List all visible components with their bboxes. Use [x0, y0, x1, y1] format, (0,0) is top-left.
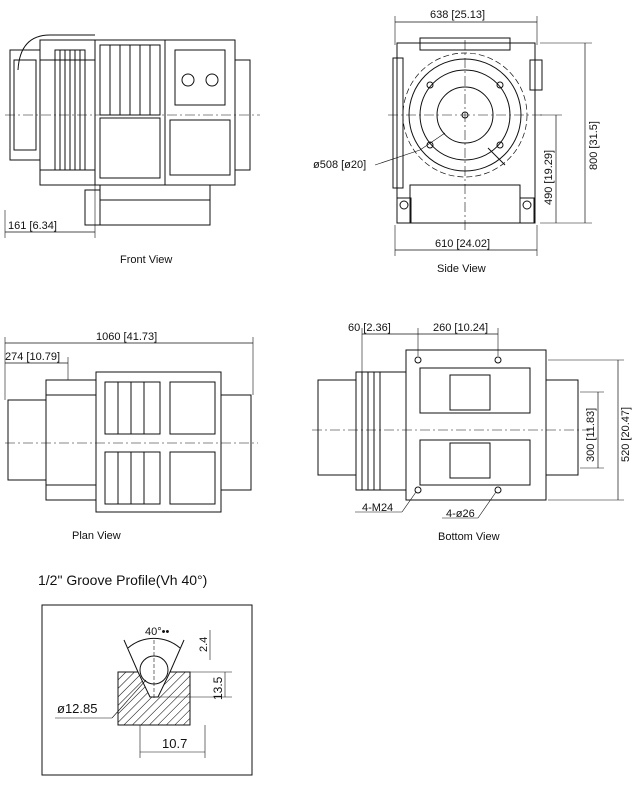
- plan-dim-left: 274 [10.79]: [5, 351, 60, 363]
- bottom-view-caption: Bottom View: [438, 531, 500, 543]
- plan-view-drawing: [4, 337, 258, 513]
- bottom-dim-top-left: 60 [2.36]: [348, 322, 391, 334]
- side-dim-diameter: ø508 [ø20]: [313, 159, 366, 171]
- side-dim-bottom: 610 [24.02]: [435, 238, 490, 250]
- front-view-drawing: [4, 34, 260, 238]
- groove-depth-top: 2.4: [198, 637, 210, 652]
- plan-dim-overall: 1060 [41.73]: [96, 331, 157, 343]
- groove-diameter: ø12.85: [57, 701, 97, 716]
- front-view-caption: Front View: [120, 254, 173, 266]
- plan-view-caption: Plan View: [72, 530, 121, 542]
- side-view-caption: Side View: [437, 263, 486, 275]
- groove-depth: 13.5: [211, 676, 225, 700]
- groove-profile-title: 1/2" Groove Profile(Vh 40°): [38, 572, 208, 588]
- groove-profile-drawing: [41, 604, 253, 776]
- bottom-dim-top-mid: 260 [10.24]: [433, 322, 488, 334]
- bottom-label-holes: 4-ø26: [446, 508, 475, 520]
- bottom-dim-right-outer: 520 [20.47]: [620, 407, 632, 462]
- groove-angle: 40°••: [145, 626, 169, 638]
- bottom-view-drawing: [312, 328, 624, 519]
- front-dim-left: 161 [6.34]: [8, 220, 57, 232]
- groove-width: 10.7: [162, 736, 187, 751]
- bottom-dim-right-inner: 300 [11.83]: [585, 408, 597, 462]
- side-view-drawing: [374, 16, 592, 256]
- side-dim-right-inner: 490 [19.29]: [543, 150, 555, 205]
- bottom-label-bolts: 4-M24: [362, 502, 393, 514]
- side-dim-right-outer: 800 [31.5]: [588, 121, 600, 170]
- side-dim-top: 638 [25.13]: [430, 9, 485, 21]
